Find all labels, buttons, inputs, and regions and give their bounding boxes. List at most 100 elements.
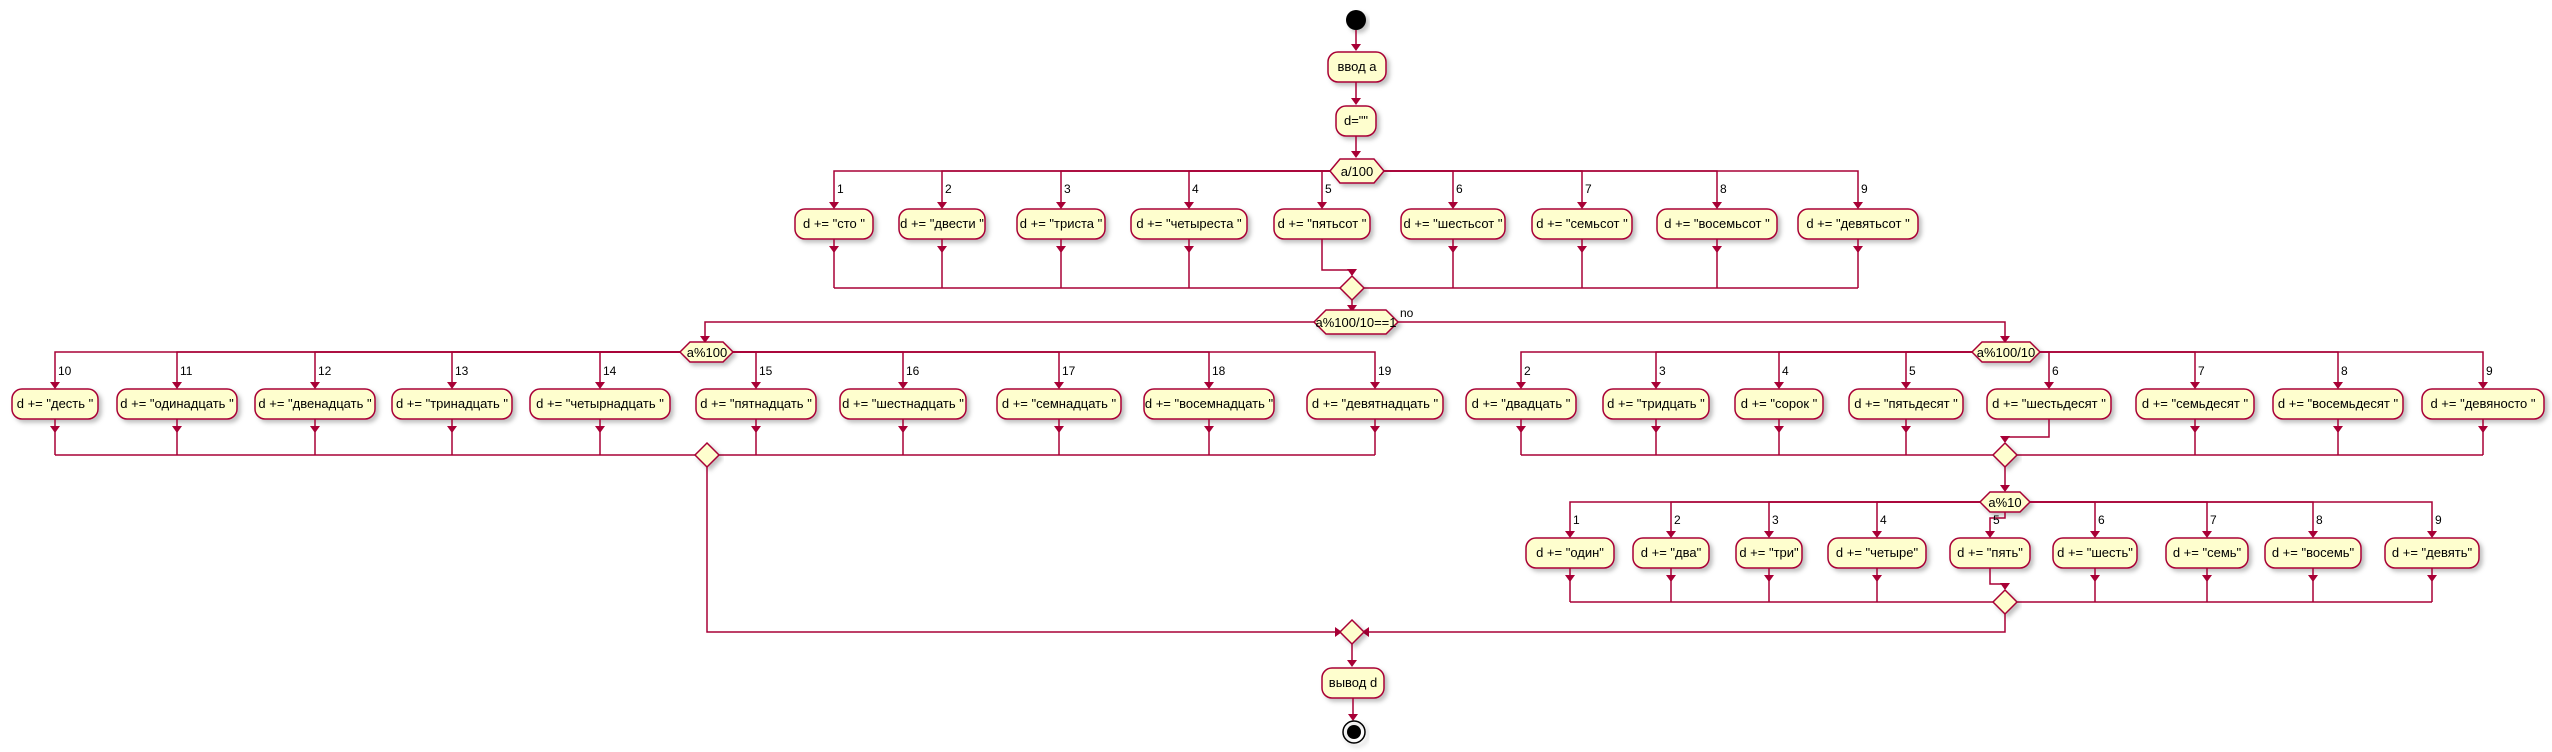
arrowhead <box>2000 583 2010 590</box>
arrowhead <box>1651 426 1661 433</box>
branch-action-label: d += "тридцать " <box>1607 396 1705 411</box>
arrowhead <box>1370 382 1380 389</box>
decision-hundreds-label: a/100 <box>1341 164 1374 179</box>
branch-action: d += "двенадцать " <box>254 388 376 420</box>
arrowhead <box>1577 202 1587 209</box>
branch-edge <box>1188 170 1330 207</box>
branch-label: 5 <box>1325 182 1332 196</box>
arrowhead <box>829 202 839 209</box>
branch-action: d += "один" <box>1525 537 1615 569</box>
arrowhead <box>447 426 457 433</box>
arrowhead <box>2202 531 2212 538</box>
arrowhead <box>1370 426 1380 433</box>
arrowhead <box>2478 382 2488 389</box>
branch-label: 13 <box>455 364 469 378</box>
arrowhead <box>1348 714 1358 721</box>
branch-edge <box>2040 351 2484 387</box>
arrowhead <box>1901 382 1911 389</box>
arrowhead <box>1204 426 1214 433</box>
arrowhead <box>2090 531 2100 538</box>
stop-node <box>1342 720 1366 744</box>
branch-label: 2 <box>1524 364 1531 378</box>
arrowhead <box>937 246 947 253</box>
arrowhead <box>1317 202 1327 209</box>
arrowhead <box>1347 660 1357 667</box>
branch-action: d += "сто " <box>794 208 874 240</box>
branch-action: d += "тринадцать " <box>391 388 513 420</box>
arrowhead <box>2308 575 2318 582</box>
action-input-a: ввод а <box>1327 51 1387 83</box>
branch-action-label: d += "сорок " <box>1741 396 1818 411</box>
arrowhead <box>1764 575 1774 582</box>
edge-teen-no <box>1398 321 2006 339</box>
edge-teen-yes <box>704 321 1314 339</box>
branch-action: d += "три" <box>1735 537 1803 569</box>
arrowhead <box>1666 531 1676 538</box>
branch-action: d += "восемьсот " <box>1656 208 1778 240</box>
arrowhead <box>2190 426 2200 433</box>
arrowhead <box>2333 426 2343 433</box>
branch-action-label: d += "пятьдесят " <box>1854 396 1958 411</box>
arrowhead <box>310 426 320 433</box>
arrowhead <box>2090 575 2100 582</box>
branch-action-label: d += "сто " <box>803 216 865 231</box>
branch-label: 8 <box>2341 364 2348 378</box>
arrowhead <box>1347 305 1357 312</box>
branch-action-label: d += "три" <box>1739 545 1799 560</box>
decision-ones-switch-label: a%10 <box>1988 495 2021 510</box>
branch-action-label: d += "двенадцать " <box>258 396 372 411</box>
arrowhead <box>1347 269 1357 276</box>
branch-action-label: d += "девятьсот " <box>1806 216 1910 231</box>
arrowhead <box>751 382 761 389</box>
branch-edge <box>733 351 1210 387</box>
branch-action: d += "два" <box>1632 537 1710 569</box>
branch-label: 16 <box>906 364 920 378</box>
branch-action-label: d += "восемь" <box>2272 545 2355 560</box>
branch-action: d += "четыре" <box>1827 537 1927 569</box>
arrowhead <box>1565 575 1575 582</box>
branch-action-label: d += "семьсот " <box>1536 216 1628 231</box>
branch-action: d += "восемь" <box>2264 537 2362 569</box>
arrowhead <box>2427 575 2437 582</box>
branch-action-label: d += "восемьдесят " <box>2278 396 2399 411</box>
branch-action: d += "шестьсот " <box>1400 208 1506 240</box>
arrowhead <box>2000 336 2010 343</box>
branch-action: d += "четырнадцать " <box>529 388 671 420</box>
arrowhead <box>50 382 60 389</box>
branch-action: d += "восемнадцать " <box>1143 388 1275 420</box>
action-input-a-label: ввод а <box>1337 59 1377 74</box>
branch-edge <box>733 351 757 387</box>
branch-action: d += "семь" <box>2165 537 2249 569</box>
decision-ones-switch: a%10 <box>1978 491 2032 513</box>
branch-edge <box>1384 170 1454 207</box>
branch-return-edge <box>2004 419 2050 442</box>
branch-label: 4 <box>1880 513 1887 527</box>
arrowhead <box>1872 575 1882 582</box>
branch-action: d += "десть " <box>11 388 99 420</box>
arrowhead <box>2202 575 2212 582</box>
branch-edge <box>733 351 1060 387</box>
branch-action-label: d += "шестьсот " <box>1404 216 1503 231</box>
branch-action: d += "пятнадцать " <box>695 388 817 420</box>
branch-action: d += "шестьдесят " <box>1986 388 2112 420</box>
arrowhead <box>898 426 908 433</box>
arrowhead <box>1712 202 1722 209</box>
branch-action: d += "восемьдесят " <box>2272 388 2404 420</box>
arrowhead <box>1204 382 1214 389</box>
arrowhead <box>2000 485 2010 492</box>
branch-label: 6 <box>2098 513 2105 527</box>
arrowhead <box>751 426 761 433</box>
branch-action: d += "шесть" <box>2052 537 2138 569</box>
branch-label: 6 <box>2052 364 2059 378</box>
arrowhead <box>1985 531 1995 538</box>
branch-label: 10 <box>58 364 72 378</box>
branch-edge <box>1321 170 1330 207</box>
arrowhead <box>1764 531 1774 538</box>
branch-label: 12 <box>318 364 332 378</box>
branch-label: 1 <box>837 182 844 196</box>
arrowhead <box>1056 202 1066 209</box>
branch-action: d += "девяносто " <box>2421 388 2545 420</box>
branch-edge <box>941 170 1330 207</box>
arrowhead <box>2478 426 2488 433</box>
